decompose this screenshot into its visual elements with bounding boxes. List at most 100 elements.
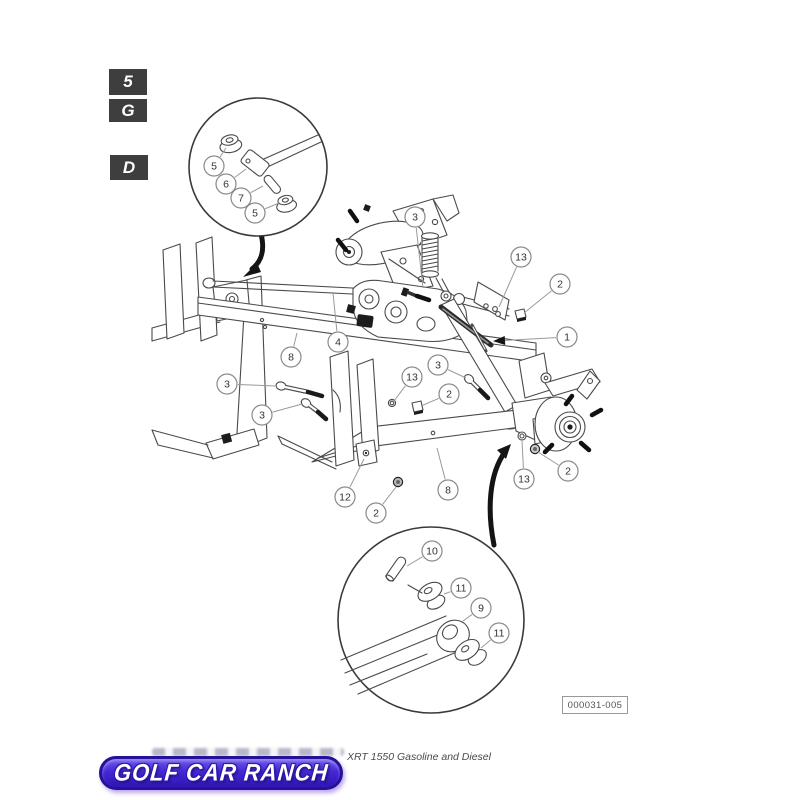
bushing-upper <box>417 581 446 610</box>
callout-number: 3 <box>224 379 230 391</box>
shock-mount-plates <box>277 350 380 470</box>
callout-leader <box>382 486 397 505</box>
inset-top <box>188 97 328 237</box>
callout-number: 11 <box>456 583 467 595</box>
callout-number: 2 <box>557 279 563 291</box>
callout-leader <box>293 332 298 347</box>
callout-number: 2 <box>565 466 571 478</box>
callout-number: 7 <box>238 193 244 205</box>
callout-number: 13 <box>515 252 527 264</box>
section-tag-g: G <box>109 99 147 122</box>
callout-leader <box>219 147 227 158</box>
callout-number: 13 <box>406 372 418 384</box>
callout-leader <box>406 556 423 567</box>
callout-number: 5 <box>211 161 217 173</box>
callout-8 <box>280 346 302 368</box>
callout-number: 3 <box>412 212 418 224</box>
flange-nut-lower <box>276 194 298 213</box>
callout-leader <box>503 337 557 341</box>
callout-4 <box>327 331 349 353</box>
callout-number: 8 <box>445 485 451 497</box>
callout-9 <box>470 597 492 619</box>
callout-leader <box>234 168 247 178</box>
callout-number: 2 <box>446 389 452 401</box>
callout-12 <box>334 486 356 508</box>
caption-obscured-fragment <box>152 748 344 756</box>
shoulder-pin <box>385 556 407 582</box>
callout-leader <box>393 385 406 402</box>
golf-car-ranch-logo[interactable]: GOLF CAR RANCH <box>99 756 343 790</box>
callout-2 <box>438 383 460 405</box>
callout-number: 5 <box>252 208 258 220</box>
inset-bottom <box>337 526 525 714</box>
logo-text: GOLF CAR RANCH <box>112 758 330 786</box>
callout-number: 10 <box>426 546 438 558</box>
callout-leader <box>332 292 338 332</box>
callout-leader <box>349 458 365 488</box>
callout-leader <box>420 397 440 407</box>
callout-11 <box>450 577 472 599</box>
callout-number: 3 <box>259 410 265 422</box>
callout-number: 13 <box>518 474 530 486</box>
callout-number: 9 <box>478 603 484 615</box>
callout-13 <box>510 246 532 268</box>
callout-leader <box>415 227 424 289</box>
callout-8 <box>437 479 459 501</box>
callout-leader <box>443 591 451 595</box>
callout-7 <box>230 187 252 209</box>
fasteners <box>275 287 541 488</box>
wheel-hub <box>511 368 604 455</box>
inset-pointer-arrows <box>243 231 511 548</box>
callout-3 <box>251 404 273 426</box>
transaxle <box>346 279 469 343</box>
callout-2 <box>365 502 387 524</box>
callout-2 <box>557 460 579 482</box>
callout-3 <box>427 354 449 376</box>
figure-caption: XRT 1550 Gasoline and Diesel <box>347 751 491 763</box>
callout-10 <box>421 540 443 562</box>
callout-leader <box>272 403 303 413</box>
callout-6 <box>215 173 237 195</box>
callout-leader <box>250 185 264 194</box>
callout-2 <box>549 273 571 295</box>
callout-leader <box>447 369 467 379</box>
callout-5 <box>203 155 225 177</box>
arrowhead-bottom-inset <box>497 444 511 459</box>
drawing-number-box: 000031-005 <box>562 696 628 714</box>
callout-leader <box>237 383 277 387</box>
callout-number: 1 <box>564 332 570 344</box>
callout-1 <box>556 326 578 348</box>
callout-5 <box>244 202 266 224</box>
callout-leader <box>498 266 518 308</box>
callout-leader <box>462 614 473 622</box>
engine-assembly <box>335 194 460 294</box>
callout-13 <box>513 468 535 490</box>
upper-arm-and-bracket <box>452 281 527 322</box>
callout-number: 2 <box>373 508 379 520</box>
callout-number: 4 <box>335 337 341 349</box>
callout-leader <box>436 447 446 480</box>
callout-leader <box>521 440 524 469</box>
callout-number: 3 <box>435 360 441 372</box>
callout-11 <box>488 622 510 644</box>
arrow-from-bottom-inset <box>487 449 508 548</box>
callout-3 <box>216 373 238 395</box>
callout-13 <box>401 366 423 388</box>
callout-leader <box>537 451 559 466</box>
callout-leader <box>264 202 280 210</box>
callout-number: 12 <box>339 492 351 504</box>
callout-number: 6 <box>223 179 229 191</box>
callout-leader <box>480 639 491 649</box>
arrowhead-top-inset <box>243 263 261 277</box>
bushing-lower <box>454 638 487 666</box>
callout-arrowhead <box>493 335 506 345</box>
arrow-from-top-inset <box>249 231 266 272</box>
section-tag-5: 5 <box>109 69 147 95</box>
section-tag-d: D <box>110 155 148 180</box>
callout-number: 11 <box>494 628 505 640</box>
callout-3 <box>404 206 426 228</box>
callout-number: 8 <box>288 352 294 364</box>
